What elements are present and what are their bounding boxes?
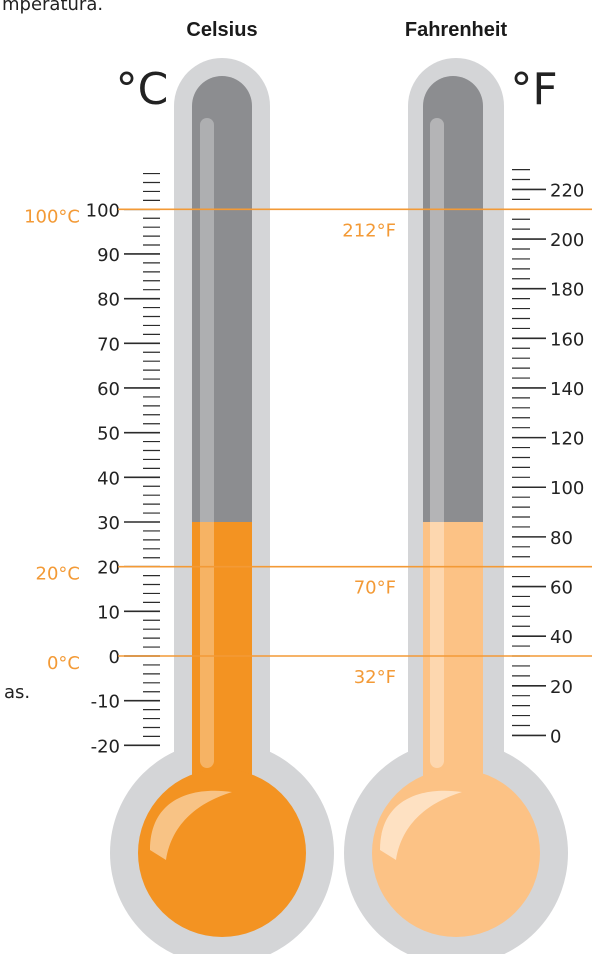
cropped-side-text: as. (4, 682, 31, 703)
celsius-bulb (138, 769, 306, 937)
fahrenheit-tick-label: 180 (550, 280, 584, 301)
celsius-reference-label: 20°C (36, 564, 80, 585)
cropped-top-text: mperatura. (2, 0, 104, 15)
celsius-tick-label: 20 (97, 558, 120, 579)
fahrenheit-header: Fahrenheit (405, 19, 508, 41)
celsius-unit-symbol: °C (116, 64, 169, 115)
fahrenheit-tick-label: 160 (550, 329, 584, 350)
celsius-tick-label: 60 (97, 379, 120, 400)
celsius-tick-label: 40 (97, 468, 120, 489)
fahrenheit-reference-label: 70°F (354, 578, 396, 599)
celsius-tick-label: -10 (91, 692, 120, 713)
celsius-tube-highlight (200, 118, 214, 768)
fahrenheit-tick-label: 140 (550, 379, 584, 400)
fahrenheit-tick-label: 100 (550, 478, 584, 499)
celsius-header: Celsius (186, 19, 257, 41)
fahrenheit-unit-symbol: °F (510, 64, 557, 115)
fahrenheit-thermometer (344, 58, 568, 954)
celsius-reference-label: 100°C (24, 206, 80, 227)
celsius-tick-label: -20 (91, 736, 120, 757)
celsius-tick-label: 30 (97, 513, 120, 534)
fahrenheit-tick-label: 120 (550, 429, 584, 450)
celsius-bulb-highlight (150, 790, 232, 860)
fahrenheit-reference-label: 212°F (342, 220, 396, 241)
fahrenheit-tick-label: 0 (550, 726, 561, 747)
celsius-thermometer (110, 58, 334, 954)
celsius-tick-label: 90 (97, 245, 120, 266)
celsius-tick-label: 0 (109, 647, 120, 668)
fahrenheit-tick-label: 20 (550, 677, 573, 698)
reference-lines: 100°C 212°F 20°C 70°F 0°C 32°F (24, 206, 592, 688)
fahrenheit-reference-label: 32°F (354, 667, 396, 688)
fahrenheit-bulb-highlight (380, 790, 462, 860)
celsius-tick-label: 100 (86, 200, 120, 221)
celsius-tick-label: 10 (97, 602, 120, 623)
celsius-tick-label: 70 (97, 334, 120, 355)
celsius-reference-label: 0°C (47, 653, 80, 674)
fahrenheit-tick-label: 80 (550, 528, 573, 549)
fahrenheit-tube-highlight (430, 118, 444, 768)
fahrenheit-tick-label: 40 (550, 627, 573, 648)
celsius-tick-label: 50 (97, 424, 120, 445)
fahrenheit-tick-label: 60 (550, 578, 573, 599)
fahrenheit-tick-label: 220 (550, 180, 584, 201)
fahrenheit-tick-label: 200 (550, 230, 584, 251)
celsius-tick-label: 80 (97, 290, 120, 311)
